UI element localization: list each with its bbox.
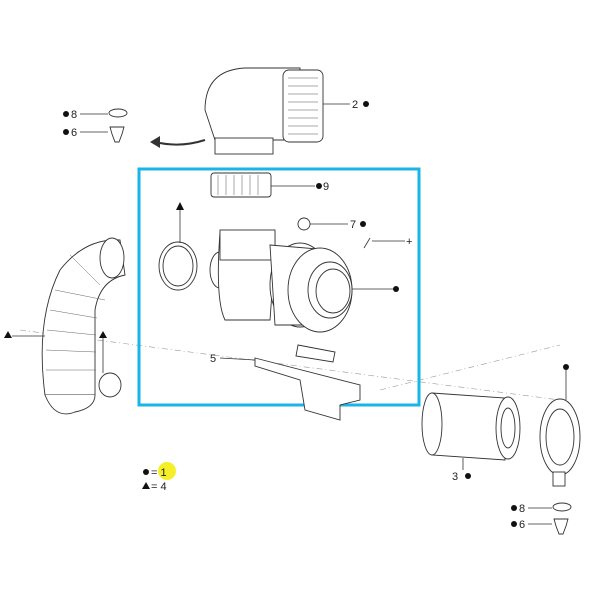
legend-circle-text: = 1 [151, 467, 167, 479]
label-6-top: 6 [71, 127, 77, 139]
circle-legend-icon [143, 469, 149, 475]
grommet-part[interactable] [109, 126, 125, 143]
bracket-part[interactable] [254, 344, 361, 421]
triangle-marker-icon [176, 202, 184, 210]
highlight-marker [158, 462, 176, 480]
filter-element-part[interactable] [421, 392, 521, 461]
arrow-icon [154, 139, 206, 146]
intake-hood-part[interactable] [204, 67, 324, 155]
triangle-legend-icon [142, 482, 150, 489]
filter-cover-part[interactable] [539, 398, 581, 487]
label-2: 2 [352, 99, 358, 111]
circle-marker-icon [316, 183, 322, 189]
center-line-2 [379, 344, 561, 391]
label-6-bottom: 6 [519, 519, 525, 531]
legend-triangle-text: = 4 [151, 481, 167, 493]
triangle-marker-icon [99, 331, 107, 338]
circle-marker-icon [363, 101, 369, 107]
circle-marker-icon [393, 286, 399, 292]
clamp-7-part[interactable] [297, 217, 311, 231]
air-hose-part[interactable] [41, 237, 126, 415]
label-8-bottom: 8 [519, 503, 525, 515]
triangle-marker-icon [4, 331, 12, 338]
clamp-part[interactable] [108, 108, 128, 118]
circle-marker-icon [563, 364, 569, 370]
precleaner-grid-part[interactable] [210, 172, 272, 198]
label-9: 9 [323, 181, 329, 193]
circle-marker-icon [465, 473, 471, 479]
grommet-part[interactable] [553, 518, 569, 535]
hose-clamp-part[interactable] [98, 372, 122, 398]
circle-marker-icon [63, 111, 69, 117]
arrow-head-icon [150, 136, 160, 148]
circle-marker-icon [63, 129, 69, 135]
label-8-top: 8 [71, 109, 77, 121]
air-filter-housing-part[interactable] [209, 229, 353, 333]
highlight-box [137, 167, 421, 407]
label-5: 5 [210, 353, 216, 365]
clamp-part[interactable] [552, 502, 572, 512]
label-3: 3 [452, 471, 458, 483]
screw-part[interactable] [363, 237, 371, 249]
circle-marker-icon [511, 521, 517, 527]
label-screw: + [406, 236, 412, 248]
label-7: 7 [350, 219, 356, 231]
circle-marker-icon [511, 505, 517, 511]
circle-marker-icon [360, 221, 366, 227]
